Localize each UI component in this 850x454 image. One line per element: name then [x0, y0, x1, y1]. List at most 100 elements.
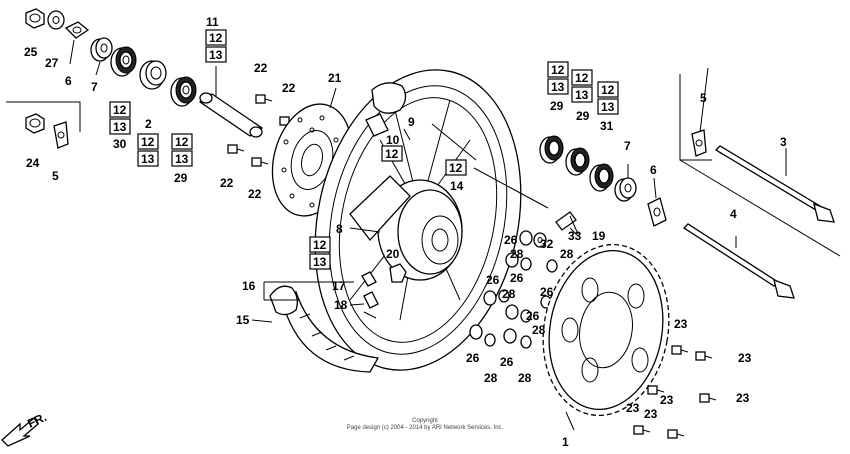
callout-17: 17: [332, 279, 346, 293]
callout-28-d: 28: [532, 323, 546, 337]
svg-text:12: 12: [385, 147, 399, 161]
callout-23-a: 23: [674, 317, 688, 331]
collar-6-right[interactable]: [647, 197, 667, 227]
bolt-22-a[interactable]: [255, 94, 273, 104]
svg-text:12: 12: [551, 63, 565, 77]
distance-collar-11[interactable]: [198, 92, 264, 138]
bracket-line-left: [6, 101, 81, 132]
callout-29-right-a: 29: [550, 99, 564, 113]
svg-text:12: 12: [175, 135, 189, 149]
callout-26-c: 26: [510, 271, 524, 285]
nut-25[interactable]: [25, 8, 45, 29]
svg-text:13: 13: [113, 120, 127, 134]
valve-cap-18[interactable]: [363, 291, 379, 319]
svg-text:13: 13: [601, 100, 615, 114]
callout-5-right: 5: [700, 91, 707, 105]
axle-bolt-3[interactable]: [714, 145, 835, 223]
svg-text:12: 12: [209, 31, 223, 45]
bearing-29-right-a[interactable]: [539, 135, 564, 164]
arrow-icon: [1, 417, 39, 447]
callout-10: 10: [386, 133, 400, 147]
svg-text:12: 12: [449, 161, 463, 175]
callout-28-c: 28: [502, 287, 516, 301]
adjuster-block-5-left[interactable]: [53, 121, 69, 149]
callout-14: 14: [450, 179, 464, 193]
callout-6-left: 6: [65, 74, 72, 88]
svg-text:12: 12: [601, 83, 615, 97]
callout-25: 25: [24, 45, 38, 59]
axle-4[interactable]: [682, 223, 795, 299]
rear-sprocket-1[interactable]: [530, 235, 682, 426]
nut-24[interactable]: [25, 113, 45, 134]
callout-20: 20: [386, 247, 400, 261]
callout-16: 16: [242, 279, 256, 293]
svg-text:12: 12: [113, 103, 127, 117]
svg-text:12: 12: [575, 71, 589, 85]
callout-32: 32: [540, 237, 554, 251]
callout-23-d: 23: [660, 393, 674, 407]
svg-text:13: 13: [209, 48, 223, 62]
boxed-refs-29-left: 12 13: [171, 133, 193, 167]
callout-7-right: 7: [624, 139, 631, 153]
callout-5-left: 5: [52, 169, 59, 183]
callout-11: 11: [206, 15, 219, 29]
callout-26-b: 26: [486, 273, 500, 287]
svg-text:13: 13: [313, 255, 327, 269]
callout-19: 19: [592, 229, 606, 243]
boxed-refs-10: 12: [381, 145, 403, 162]
bolt-22-c[interactable]: [227, 144, 245, 154]
callout-23-b: 23: [738, 351, 752, 365]
copyright-notice: Page design (c) 2004 - 2014 by ARI Netwo…: [346, 425, 504, 431]
callout-27: 27: [45, 56, 59, 70]
callout-30: 30: [113, 137, 127, 151]
boxed-refs-29-right-b: 12 13: [571, 69, 593, 103]
callout-23-c: 23: [736, 391, 750, 405]
callout-21: 21: [328, 71, 342, 85]
spoke-14[interactable]: [431, 123, 477, 161]
callout-23-e: 23: [626, 401, 640, 415]
callout-labels: 25 27 6 7 11 22 22 22 22 21 2 30 29 24 5…: [24, 15, 787, 449]
bolt-22-d[interactable]: [251, 157, 269, 167]
bearing-31[interactable]: [589, 163, 614, 192]
collar-7-left[interactable]: [90, 37, 113, 62]
callout-28-a: 28: [510, 247, 524, 261]
callout-31: 31: [600, 119, 614, 133]
bracket-diagonal-right: [679, 159, 841, 257]
svg-text:12: 12: [141, 135, 155, 149]
collar-7-right[interactable]: [614, 177, 637, 202]
bearing-29-left[interactable]: [170, 76, 197, 107]
valve-17[interactable]: [361, 271, 377, 287]
washer-32[interactable]: [533, 232, 547, 248]
bearing-29-right-b[interactable]: [565, 147, 590, 176]
leader-lines: [69, 39, 787, 431]
adjuster-block-5-right[interactable]: [691, 129, 707, 157]
callout-28-b: 28: [560, 247, 574, 261]
bearing-30[interactable]: [110, 46, 137, 77]
boxed-refs-31: 12 13: [597, 81, 619, 115]
callout-22-d: 22: [248, 187, 262, 201]
collar-6-left[interactable]: [64, 21, 90, 39]
callout-26-a: 26: [504, 233, 518, 247]
bolt-33[interactable]: [555, 211, 579, 235]
callout-22-a: 22: [254, 61, 268, 75]
callout-26-e: 26: [526, 309, 540, 323]
callout-33: 33: [568, 229, 582, 243]
nuts-26[interactable]: [469, 230, 533, 344]
svg-text:13: 13: [141, 152, 155, 166]
rear-hub[interactable]: [349, 175, 463, 281]
svg-text:13: 13: [175, 152, 189, 166]
callout-28-f: 28: [518, 371, 532, 385]
washer-27[interactable]: [47, 10, 65, 30]
callout-7-left: 7: [91, 80, 98, 94]
callout-24: 24: [26, 156, 40, 170]
rim-band-20[interactable]: [389, 263, 407, 283]
bolts-23[interactable]: [633, 345, 717, 439]
sprocket-flange-2[interactable]: [139, 60, 167, 90]
spoke-nipple-9[interactable]: [365, 82, 407, 137]
callout-26-g: 26: [500, 355, 514, 369]
callout-2: 2: [145, 117, 152, 131]
callout-9: 9: [408, 115, 415, 129]
boxed-refs-30: 12 13: [109, 101, 131, 135]
washers-28[interactable]: [484, 257, 558, 349]
